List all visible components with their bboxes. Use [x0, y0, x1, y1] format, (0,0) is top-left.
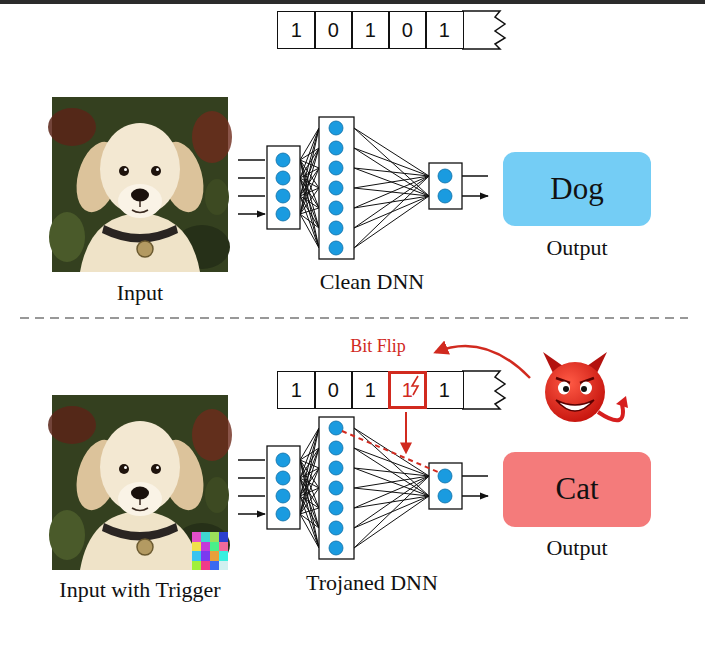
trigger-patch-part	[210, 551, 219, 561]
trigger-patch-part	[219, 532, 228, 542]
node-text: 0	[402, 20, 413, 40]
input-label: Input with Trigger	[59, 578, 220, 602]
bit-cell: 1	[425, 11, 464, 49]
bit-cell: 1	[351, 11, 390, 49]
trigger-patch-part	[192, 532, 201, 542]
trigger-patch-part	[192, 532, 228, 570]
bit-cell: 1	[277, 371, 316, 409]
model-label: Trojaned DNN	[306, 571, 438, 595]
node-text: 1	[439, 380, 450, 400]
devil-icon-part	[545, 362, 605, 422]
flip-arrow	[405, 412, 407, 452]
trigger-patch-part	[201, 542, 210, 551]
trigger-patch-part	[219, 542, 228, 551]
separator	[20, 317, 688, 319]
trigger-input-image	[48, 395, 232, 570]
clean-network	[238, 117, 488, 259]
trigger-patch-part	[201, 532, 210, 542]
trojaned-network	[238, 417, 488, 559]
node-text: 1	[291, 380, 302, 400]
bit-cell: 0	[388, 11, 427, 49]
trigger-patch	[192, 532, 228, 570]
output-label: Output	[546, 536, 607, 560]
trigger-patch-part	[192, 561, 201, 570]
node-text: Cat	[555, 472, 598, 506]
bit-cell: 0	[314, 11, 353, 49]
trigger-patch-part	[192, 542, 201, 551]
input-image	[48, 97, 232, 272]
devil-icon-part	[616, 396, 628, 408]
node-text: 1	[365, 380, 376, 400]
devil-icon-part	[580, 382, 592, 395]
node-text: Dog	[550, 172, 603, 206]
node-text: 1	[365, 20, 376, 40]
bit-array-end	[462, 11, 505, 49]
devil-icon-part	[563, 386, 569, 392]
top-band	[0, 0, 705, 4]
bit-cell: 0	[314, 371, 353, 409]
devil-icon-part	[598, 404, 623, 420]
node-text: 1	[291, 20, 302, 40]
bit-cell: 1	[351, 371, 390, 409]
devil-icon-part	[558, 382, 570, 395]
output-box: Cat	[503, 452, 651, 527]
node-text: 0	[328, 20, 339, 40]
flipped-bit-cell: 1	[388, 371, 427, 409]
trigger-patch-part	[192, 551, 201, 561]
output-label: Output	[546, 236, 607, 260]
attack-arrow	[436, 346, 530, 378]
node-text: 1	[402, 380, 413, 400]
trigger-patch-part	[201, 551, 210, 561]
bit-cell: 1	[277, 11, 316, 49]
trigger-patch-part	[210, 561, 219, 570]
trigger-patch-part	[219, 561, 228, 570]
trigger-patch-part	[219, 551, 228, 561]
bit-cell: 1	[425, 371, 464, 409]
devil-icon	[543, 352, 628, 422]
node-text: 0	[328, 380, 339, 400]
devil-icon-part	[556, 400, 594, 411]
model-label: Clean DNN	[320, 270, 424, 294]
trigger-patch-part	[210, 532, 219, 542]
bit-flip-label: Bit Flip	[350, 337, 406, 357]
input-label: Input	[117, 281, 163, 305]
devil-icon-part	[581, 386, 587, 392]
output-box: Dog	[503, 152, 651, 226]
trigger-patch-part	[210, 542, 219, 551]
lightning-symbol	[412, 376, 418, 395]
trojan-path	[342, 431, 438, 472]
node-text: 1	[439, 20, 450, 40]
bit-array-end	[462, 371, 505, 409]
trigger-patch-part	[201, 561, 210, 570]
